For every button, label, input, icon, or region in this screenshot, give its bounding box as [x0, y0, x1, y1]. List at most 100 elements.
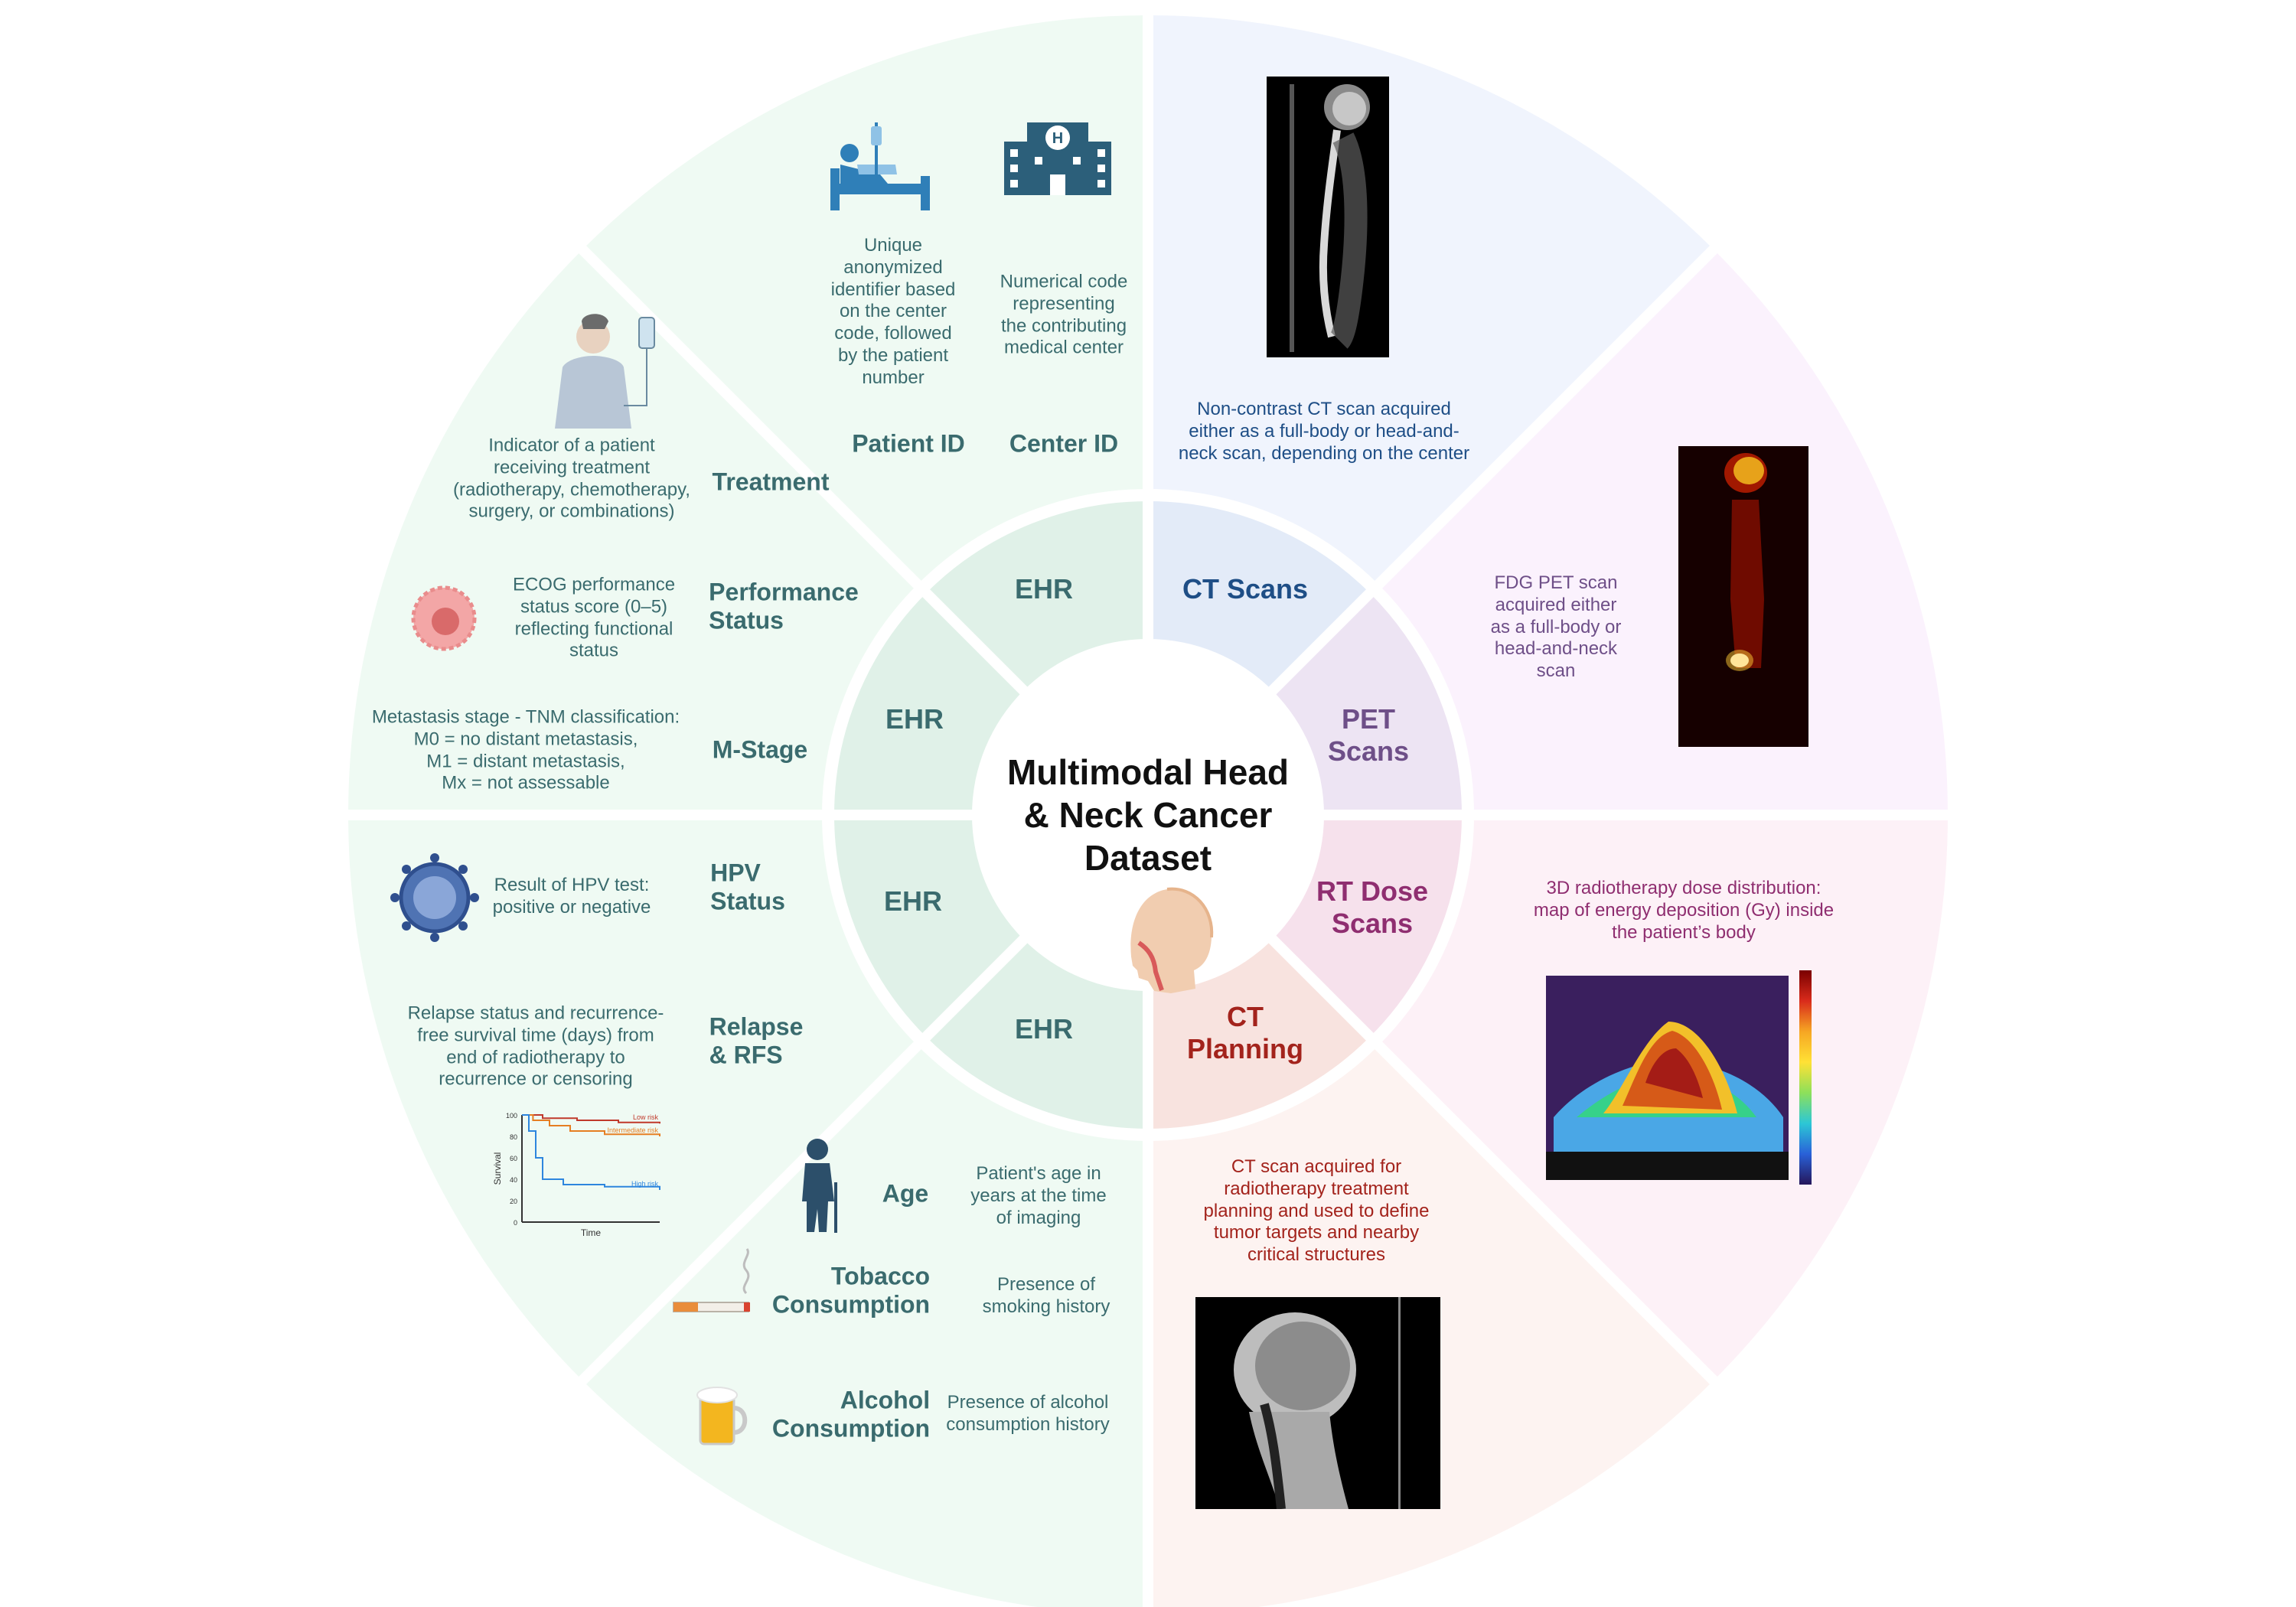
curve-label: High risk	[631, 1180, 659, 1188]
desc-line: representing	[1013, 293, 1115, 315]
label-treatment: Treatment	[712, 468, 830, 496]
patient-iv-icon	[555, 314, 655, 429]
desc-line: radiotherapy treatment	[1224, 1178, 1409, 1199]
ring-label-rt-dose-scans: RT Dose Scans	[1316, 875, 1428, 940]
desc-line: scan	[1536, 660, 1576, 682]
y-tick-label: 80	[510, 1133, 517, 1141]
desc-line: end of radiotherapy to	[446, 1047, 625, 1068]
desc-ct-scans: Non-contrast CT scan acquired either as …	[1179, 399, 1469, 464]
desc-line: neck scan, depending on the center	[1178, 442, 1470, 464]
survival-curve	[522, 1114, 660, 1190]
desc-line: Patient's age in	[976, 1162, 1101, 1184]
y-tick-label: 100	[506, 1112, 517, 1120]
desc-line: reflecting functional	[514, 618, 673, 639]
label-performance-status: Performance Status	[709, 579, 859, 636]
desc-line: status	[569, 640, 619, 661]
desc-performance-status: ECOG performance status score (0–5) refl…	[513, 574, 675, 662]
label-line: Tobacco	[830, 1262, 931, 1290]
y-tick-label: 20	[510, 1198, 517, 1205]
desc-line: as a full-body or	[1490, 616, 1622, 637]
desc-line: head-and-neck	[1494, 638, 1618, 660]
desc-line: Presence of	[996, 1274, 1096, 1296]
label-line: Consumption	[771, 1415, 931, 1442]
label-line: RT Dose	[1316, 875, 1429, 907]
desc-line: ECOG performance	[512, 574, 676, 595]
desc-line: either as a full-body or head-and-	[1189, 420, 1459, 442]
desc-tobacco: Presence of smoking history	[983, 1274, 1110, 1319]
elderly-person-icon	[802, 1139, 837, 1233]
desc-line: number	[862, 367, 925, 388]
desc-age: Patient's age in years at the time of im…	[970, 1163, 1106, 1229]
ring-label-ehr: EHR	[1014, 1012, 1074, 1045]
head-neck-icon	[1130, 887, 1214, 993]
ring-label-ct-planning: CT Planning	[1187, 1001, 1303, 1065]
desc-ct-planning: CT scan acquired for radiotherapy treatm…	[1204, 1156, 1430, 1266]
label-line: Consumption	[771, 1291, 931, 1319]
desc-m-stage: Metastasis stage - TNM classification: M…	[372, 706, 680, 794]
desc-line: Presence of alcohol	[947, 1392, 1109, 1413]
desc-line: Mx = not assessable	[442, 772, 610, 794]
label-line: Scans	[1327, 735, 1410, 767]
ct-planning-image	[1195, 1297, 1440, 1509]
desc-line: (radiotherapy, chemotherapy,	[453, 479, 690, 500]
desc-line: Numerical code	[1000, 271, 1128, 292]
virus-icon	[390, 853, 479, 942]
desc-hpv-status: Result of HPV test: positive or negative	[493, 875, 651, 919]
desc-line: critical structures	[1247, 1244, 1386, 1266]
desc-line: smoking history	[982, 1296, 1110, 1317]
desc-line: Relapse status and recurrence-	[407, 1002, 664, 1024]
label-line: HPV	[710, 859, 761, 887]
survival-curve	[522, 1114, 660, 1136]
desc-relapse-rfs: Relapse status and recurrence- free surv…	[408, 1002, 664, 1090]
desc-alcohol: Presence of alcohol consumption history	[946, 1392, 1109, 1436]
y-tick-label: 0	[514, 1219, 517, 1227]
desc-line: FDG PET scan	[1494, 572, 1618, 594]
desc-patient-id: Unique anonymized identifier based on th…	[831, 235, 956, 390]
desc-line: medical center	[1003, 337, 1124, 358]
y-tick-label: 60	[510, 1155, 517, 1162]
desc-line: years at the time	[970, 1185, 1107, 1206]
label-m-stage: M-Stage	[712, 735, 808, 764]
curve-label: Intermediate risk	[607, 1126, 658, 1134]
label-line: Status	[709, 607, 784, 634]
desc-line: CT scan acquired for	[1231, 1156, 1402, 1178]
label-line: PET	[1341, 702, 1396, 735]
title-line: Multimodal Head	[1006, 751, 1290, 792]
ring-label-ct-scans: CT Scans	[1182, 572, 1309, 605]
svg-text:H: H	[1052, 130, 1063, 147]
cigarette-icon	[673, 1248, 750, 1312]
rt-dose-map-image	[1546, 976, 1789, 1180]
desc-line: acquired either	[1495, 594, 1617, 615]
label-alcohol: Alcohol Consumption	[772, 1387, 930, 1444]
desc-center-id: Numerical code representing the contribu…	[1000, 271, 1128, 359]
label-tobacco: Tobacco Consumption	[772, 1263, 930, 1320]
desc-line: receiving treatment	[493, 457, 651, 478]
label-line: Performance	[709, 578, 859, 606]
desc-line: free survival time (days) from	[417, 1025, 654, 1046]
x-axis-label: Time	[581, 1227, 602, 1238]
desc-line: Unique	[863, 235, 923, 256]
ring-label-ehr: EHR	[1014, 572, 1074, 605]
desc-line: Metastasis stage - TNM classification:	[371, 706, 680, 728]
desc-line: Result of HPV test:	[494, 875, 650, 896]
label-hpv-status: HPV Status	[710, 859, 785, 917]
diagram-title: Multimodal Head & Neck Cancer Dataset	[1007, 751, 1289, 879]
desc-line: the contributing	[1000, 315, 1127, 336]
dose-colorbar	[1799, 970, 1812, 1185]
ring-label-ehr: EHR	[885, 702, 944, 735]
survival-curve	[522, 1114, 660, 1124]
desc-pet-scans: FDG PET scan acquired either as a full-b…	[1491, 572, 1622, 683]
ring-label-pet-scans: PET Scans	[1328, 703, 1409, 768]
label-relapse-rfs: Relapse & RFS	[709, 1013, 804, 1071]
desc-line: positive or negative	[492, 897, 651, 918]
desc-line: tumor targets and nearby	[1213, 1222, 1420, 1244]
label-line: Planning	[1187, 1033, 1303, 1064]
desc-line: Non-contrast CT scan acquired	[1197, 398, 1451, 419]
desc-line: M1 = distant metastasis,	[426, 751, 625, 771]
desc-treatment: Indicator of a patient receiving treatme…	[453, 435, 690, 523]
curve-label: Low risk	[633, 1113, 659, 1121]
label-patient-id: Patient ID	[852, 429, 965, 458]
ring-label-ehr: EHR	[883, 885, 943, 917]
